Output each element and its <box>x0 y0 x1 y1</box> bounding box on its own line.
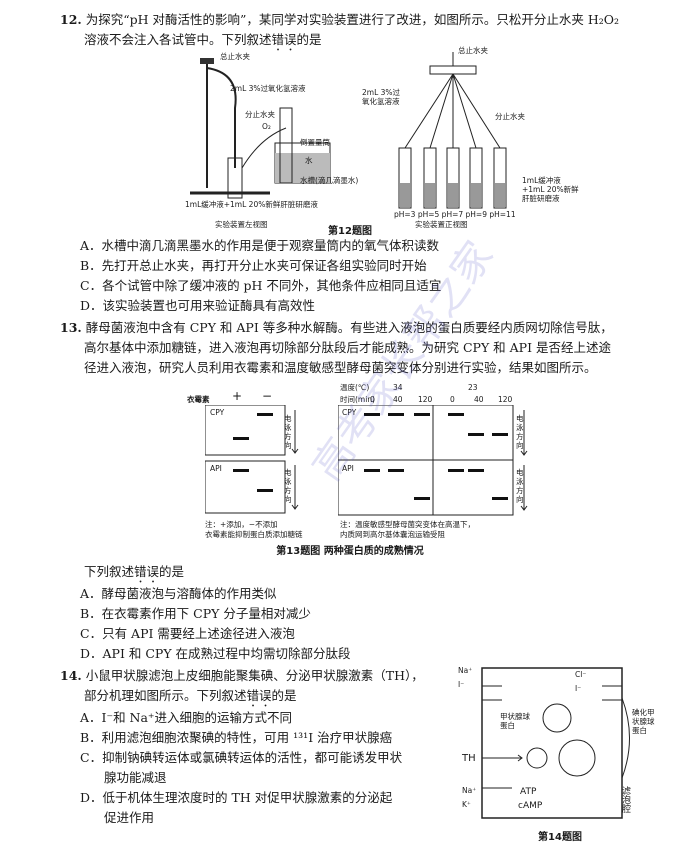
q12-right-clamp-branch: 分止水夹 <box>495 112 525 121</box>
q13-right-api: API <box>342 464 354 473</box>
q14-option-d2: 促进作用 <box>104 810 155 825</box>
q12-stem-line2: 溶液不会注入各试管中。下列叙述错误的是 <box>84 30 692 54</box>
q14-option-a: A．I⁻和 Na⁺进入细胞的运输方式不同 <box>80 710 293 725</box>
q14-stem-end: 的是 <box>271 688 297 703</box>
q14-stem-text2: 部分机理如图所示。下列叙述 <box>84 688 247 703</box>
q13-option-d: D．API 和 CPY 在成熟过程中均需切除部分肽段 <box>80 646 351 661</box>
q12-stem-end: 的是 <box>296 32 322 47</box>
q12-option-a: A．水槽中滴几滴黑墨水的作用是便于观察量筒内的氧气体积读数 <box>80 238 440 253</box>
q12-option-c: C．各个试管中除了缓冲液的 pH 不同外，其他条件应相同且适宜 <box>80 278 442 293</box>
q14-fig-cl: Cl⁻ <box>575 670 587 679</box>
q13-option-a: A．酵母菌液泡与溶酶体的作用类似 <box>80 586 277 601</box>
q14-fig-na: Na⁺ <box>458 666 473 675</box>
q12-left-o2: O₂ <box>262 122 271 131</box>
q13-right-time: 时间(min) <box>340 395 375 404</box>
q12-figure-left <box>190 58 331 199</box>
q14-fig-i2: I⁻ <box>575 684 582 693</box>
q13-right-dir2: 电泳方向 <box>516 468 524 504</box>
q13-right-time-0: 0 <box>370 395 375 404</box>
q14-stem-line2: 部分机理如图所示。下列叙述错误的是 <box>84 686 444 710</box>
q13-prompt-emphasis: 错误 <box>134 564 160 579</box>
q12-right-buffer: 1mL缓冲液+1mL 20%新鲜肝脏研磨液 <box>522 176 579 203</box>
q12-left-clamp-total: 总止水夹 <box>220 52 250 61</box>
q13-right-time-5: 120 <box>498 395 513 404</box>
q12-stem-text2: 溶液不会注入各试管中。下列叙述 <box>84 32 272 47</box>
q14-fig-i: I⁻ <box>458 680 465 689</box>
q13-right-time-1: 40 <box>393 395 403 404</box>
q13-left-note2: 衣霉素能抑制蛋白质添加糖链 <box>205 530 303 539</box>
q14-figure <box>481 667 630 819</box>
q12-right-ph: pH=3 pH=5 pH=7 pH=9 pH=11 <box>394 210 516 219</box>
q12-left-water: 水 <box>305 156 313 165</box>
q14-stem-line1: 14.小鼠甲状腺滤泡上皮细胞能聚集碘、分泌甲状腺激素（TH）， <box>60 666 440 686</box>
q12-left-caption: 实验装置左视图 <box>215 220 268 229</box>
q13-right-time-4: 40 <box>474 395 484 404</box>
q13-option-b: B．在衣霉素作用下 CPY 分子量相对减少 <box>80 606 311 621</box>
q14-fig-iodized: 碘化甲状腺球蛋白 <box>632 708 655 735</box>
q13-number: 13. <box>60 320 82 335</box>
q12-right-h2o2: 2mL 3%过氧化氢溶液 <box>362 88 401 106</box>
q14-option-c1: C．抑制钠碘转运体或氯碘转运体的活性，都可能诱发甲状 <box>80 750 403 765</box>
q14-fig-tg: 甲状腺球蛋白 <box>500 712 530 730</box>
q14-fig-caption: 第14题图 <box>538 832 582 843</box>
q12-left-h2o2: 2mL 3%过氧化氢溶液 <box>230 84 306 93</box>
q14-fig-camp: cAMP <box>518 801 543 811</box>
q13-right-note2: 内质网到高尔基体囊泡运输受阻 <box>340 530 445 539</box>
q14-fig-th: TH <box>462 753 476 764</box>
q13-right-dir1: 电泳方向 <box>516 414 524 450</box>
q12-left-clamp-branch: 分止水夹 <box>245 110 275 119</box>
q13-stem-text1: 酵母菌液泡中含有 CPY 和 API 等多种水解酶。有些进入液泡的蛋白质要经内质… <box>85 320 613 335</box>
q13-left-minus: − <box>262 389 273 403</box>
q14-emphasis: 错误 <box>246 688 272 703</box>
q14-option-c2: 腺功能减退 <box>104 770 167 785</box>
q13-left-plus: + <box>232 389 243 403</box>
q14-stem-text1: 小鼠甲状腺滤泡上皮细胞能聚集碘、分泌甲状腺激素（TH）， <box>85 668 424 683</box>
q13-left-api: API <box>210 464 222 473</box>
q13-right-cpy: CPY <box>342 408 357 417</box>
q13-option-c: C．只有 API 需要经上述途径进入液泡 <box>80 626 295 641</box>
q14-fig-na2: Na⁺ <box>462 786 477 795</box>
q14-number: 14. <box>60 668 82 683</box>
q14-option-d1: D．低于机体生理浓度时的 TH 对促甲状腺激素的分泌起 <box>80 790 393 805</box>
q13-prompt: 下列叙述错误的是 <box>84 562 692 586</box>
q13-right-time-3: 0 <box>450 395 455 404</box>
q14-fig-atp: ATP <box>520 787 537 797</box>
q13-right-note1: 注：温度敏感型酵母菌突变体在高温下， <box>340 520 475 529</box>
q12-right-clamp-total: 总止水夹 <box>458 46 488 55</box>
q14-fig-k: K⁺ <box>462 800 471 809</box>
q12-left-cylinder: 倒置量筒 <box>300 138 330 147</box>
q13-left-note1: 注：+添加，−不添加 <box>205 520 278 529</box>
q12-left-tank: 水槽(滴几滴墨水) <box>300 176 359 185</box>
q12-figure-right <box>398 52 507 209</box>
q13-prompt-b: 的是 <box>159 564 185 579</box>
q14-fig-lumen: 滤泡腔 <box>622 787 632 815</box>
q13-stem-line1: 13.酵母菌液泡中含有 CPY 和 API 等多种水解酶。有些进入液泡的蛋白质要… <box>60 318 670 338</box>
q13-right-t1: 34 <box>393 383 403 392</box>
q12-option-d: D．该实验装置也可用来验证酶具有高效性 <box>80 298 316 313</box>
q13-stem-line2: 高尔基体中添加糖链，进入液泡再切除部分肽段后才能成熟。为研究 CPY 和 API… <box>84 340 611 355</box>
q12-emphasis: 错误 <box>271 32 297 47</box>
q13-fig-caption: 第13题图 两种蛋白质的成熟情况 <box>276 546 424 557</box>
q14-option-b: B．利用滤泡细胞浓聚碘的特性，可用 ¹³¹I 治疗甲状腺癌 <box>80 730 393 745</box>
q12-right-caption: 实验装置正视图 <box>415 220 468 229</box>
q13-left-dir1: 电泳方向 <box>284 414 292 450</box>
q13-right-temp: 温度(℃) <box>340 383 370 392</box>
q12-stem-line1: 12.为探究“pH 对酶活性的影响”，某同学对实验装置进行了改进，如图所示。只松… <box>60 10 670 30</box>
q12-stem-text1: 为探究“pH 对酶活性的影响”，某同学对实验装置进行了改进，如图所示。只松开分止… <box>85 12 620 27</box>
q12-number: 12. <box>60 12 82 27</box>
q13-left-header: 衣霉素 <box>187 395 210 404</box>
q12-option-b: B．先打开总止水夹，再打开分止水夹可保证各组实验同时开始 <box>80 258 427 273</box>
q12-fig-caption: 第12题图 <box>328 226 372 237</box>
q13-stem-line3: 径进入液泡，研究人员利用衣霉素和温度敏感型酵母菌突变体分别进行实验，结果如图所示… <box>84 360 597 375</box>
q12-left-bottom: 1mL缓冲液+1mL 20%新鲜肝脏研磨液 <box>185 200 318 209</box>
q13-left-gel <box>205 405 299 514</box>
q13-right-gel <box>338 405 528 516</box>
q13-left-dir2: 电泳方向 <box>284 468 292 504</box>
q13-right-time-2: 120 <box>418 395 433 404</box>
q13-prompt-a: 下列叙述 <box>84 564 135 579</box>
q13-left-cpy: CPY <box>210 408 225 417</box>
q13-right-t2: 23 <box>468 383 478 392</box>
